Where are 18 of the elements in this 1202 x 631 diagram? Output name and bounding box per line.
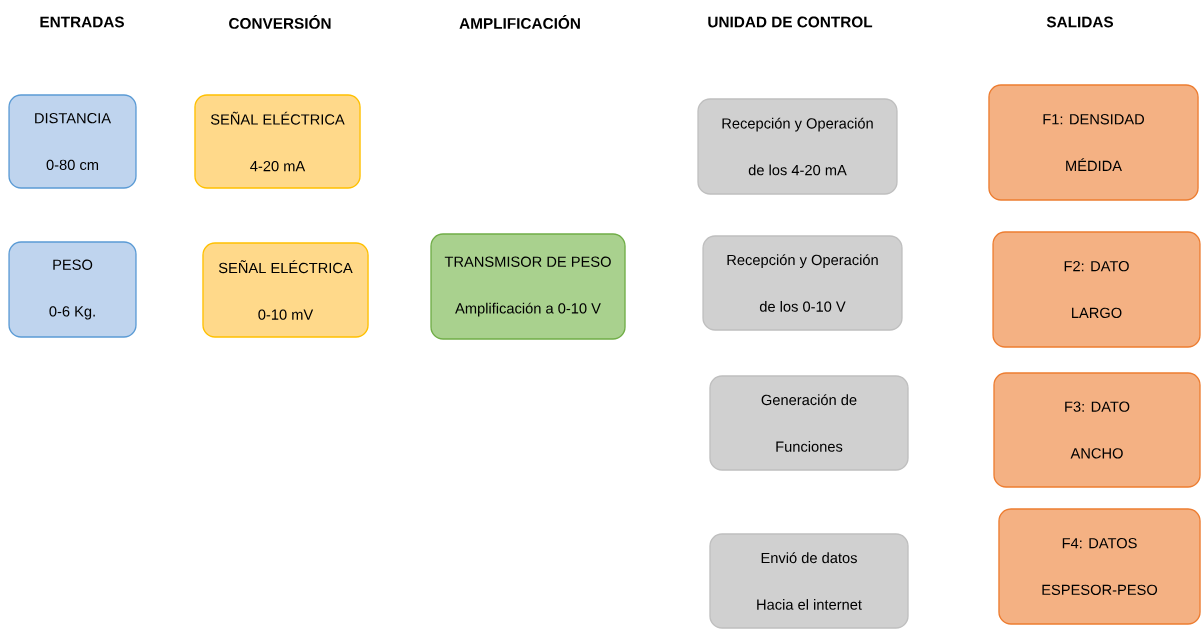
process-box: F2: DATO LARGO — [992, 231, 1201, 348]
process-box: Generación de Funciones — [709, 375, 909, 471]
column-heading: CONVERSIÓN — [229, 15, 331, 29]
process-box: F3: DATO ANCHO — [993, 372, 1201, 488]
process-box: PESO 0-6 Kg. — [8, 241, 137, 338]
column-heading: SALIDAS — [1046, 16, 1114, 28]
process-box: SEÑAL ELÉCTRICA 0-10 mV — [202, 242, 369, 338]
process-box: Recepción y Operación de los 4-20 mA — [697, 98, 898, 195]
process-box: SEÑAL ELÉCTRICA 4-20 mA — [194, 94, 361, 189]
process-box: TRANSMISOR DE PESO Amplificación a 0-10 V — [430, 233, 626, 340]
process-box: Envió de datos Hacia el internet — [709, 533, 909, 629]
process-box: F1: DENSIDAD MÉDIDA — [988, 84, 1199, 201]
process-box: DISTANCIA 0-80 cm — [8, 94, 137, 189]
process-box: Recepción y Operación de los 0-10 V — [702, 235, 903, 331]
column-heading: UNIDAD DE CONTROL — [708, 16, 873, 28]
column-heading: ENTRADAS — [40, 16, 124, 28]
process-box: F4: DATOS ESPESOR-PESO — [998, 508, 1201, 625]
column-heading: AMPLIFICACIÓN — [459, 15, 580, 29]
